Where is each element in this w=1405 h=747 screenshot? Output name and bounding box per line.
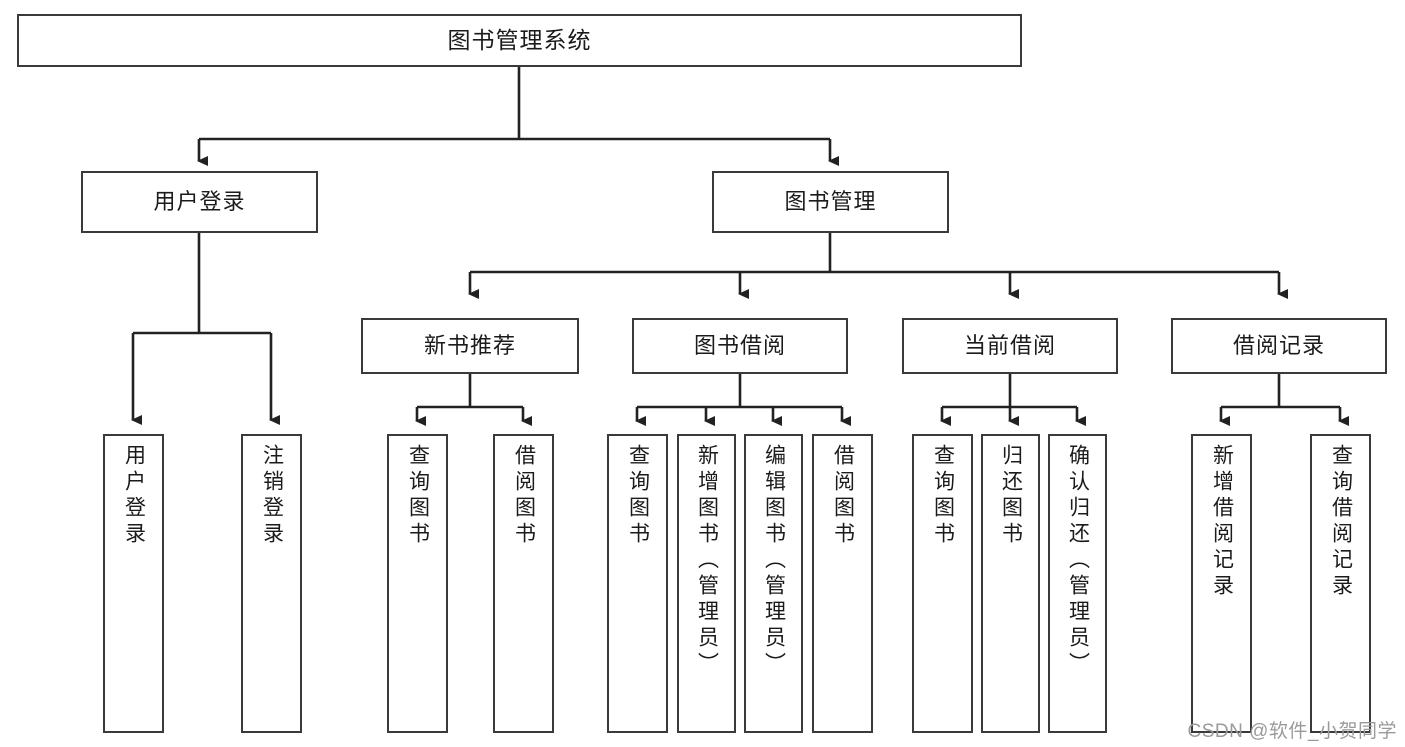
leaf-borrow-book-2-label: 借阅图书 [831, 444, 855, 548]
leaf-return-book-label: 归还图书 [999, 444, 1023, 548]
leaf-edit-book[interactable]: 编辑图书（管理员） [744, 434, 803, 733]
leaf-borrow-book-1[interactable]: 借阅图书 [493, 434, 554, 733]
node-book-manage-label: 图书管理 [784, 188, 877, 214]
leaf-query-book-3-label: 查询图书 [931, 444, 955, 548]
leaf-add-book[interactable]: 新增图书（管理员） [677, 434, 736, 733]
leaf-query-book-2-label: 查询图书 [626, 444, 650, 548]
leaf-return-book[interactable]: 归还图书 [981, 434, 1040, 733]
leaf-user-login-label: 用户登录 [122, 444, 146, 548]
node-root-label: 图书管理系统 [447, 26, 592, 53]
leaf-borrow-book-2[interactable]: 借阅图书 [812, 434, 873, 733]
node-book-manage[interactable]: 图书管理 [712, 171, 949, 233]
node-book-borrow[interactable]: 图书借阅 [632, 318, 848, 374]
leaf-confirm-return-label: 确认归还（管理员） [1066, 444, 1090, 678]
node-book-borrow-label: 图书借阅 [693, 332, 786, 358]
leaf-query-book-2[interactable]: 查询图书 [607, 434, 668, 733]
node-new-book-recommend[interactable]: 新书推荐 [361, 318, 579, 374]
node-user-login-label: 用户登录 [153, 188, 246, 214]
node-new-book-recommend-label: 新书推荐 [423, 332, 516, 358]
csdn-watermark: CSDN @软件_小贺同学 [1187, 721, 1397, 742]
leaf-borrow-book-1-label: 借阅图书 [512, 444, 536, 548]
node-current-borrow-label: 当前借阅 [963, 332, 1056, 358]
leaf-query-record[interactable]: 查询借阅记录 [1310, 434, 1371, 733]
leaf-add-record[interactable]: 新增借阅记录 [1191, 434, 1252, 733]
node-current-borrow[interactable]: 当前借阅 [902, 318, 1118, 374]
node-root[interactable]: 图书管理系统 [17, 14, 1022, 67]
node-borrow-record[interactable]: 借阅记录 [1171, 318, 1387, 374]
leaf-confirm-return[interactable]: 确认归还（管理员） [1048, 434, 1107, 733]
leaf-logout-login[interactable]: 注销登录 [241, 434, 302, 733]
leaf-user-login[interactable]: 用户登录 [103, 434, 164, 733]
leaf-edit-book-label: 编辑图书（管理员） [762, 444, 786, 678]
leaf-query-book-1-label: 查询图书 [406, 444, 430, 548]
leaf-query-book-1[interactable]: 查询图书 [387, 434, 448, 733]
node-user-login[interactable]: 用户登录 [81, 171, 318, 233]
leaf-add-record-label: 新增借阅记录 [1210, 444, 1234, 600]
node-borrow-record-label: 借阅记录 [1232, 332, 1325, 358]
leaf-query-record-label: 查询借阅记录 [1329, 444, 1353, 600]
leaf-query-book-3[interactable]: 查询图书 [912, 434, 973, 733]
leaf-add-book-label: 新增图书（管理员） [695, 444, 719, 678]
leaf-logout-login-label: 注销登录 [260, 444, 284, 548]
